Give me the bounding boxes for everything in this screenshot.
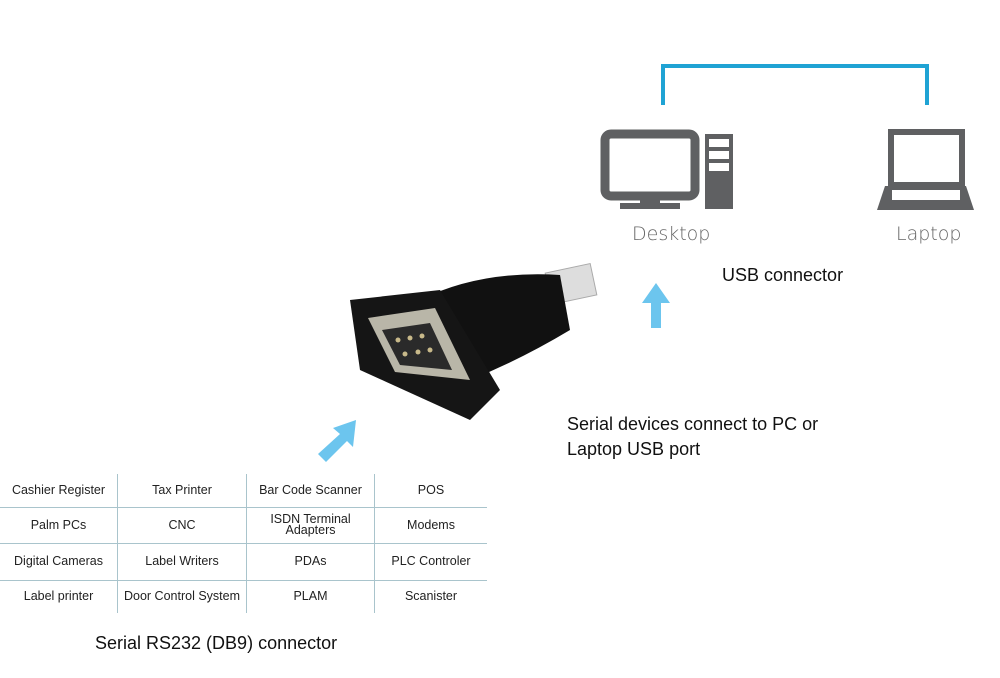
rs232-caption: Serial RS232 (DB9) connector [95, 633, 338, 653]
table-cell: Label Writers [117, 542, 247, 581]
laptop-label: Laptop [896, 223, 962, 245]
up-arrow-icon [642, 283, 670, 328]
serial-devices-table: Cashier Register Tax Printer Bar Code Sc… [0, 474, 487, 613]
table-cell: Label printer [0, 579, 118, 613]
table-cell: Digital Cameras [0, 542, 118, 581]
diagonal-arrow-icon [318, 420, 356, 462]
usb-connector-caption: USB connector [722, 265, 844, 285]
table-cell: Tax Printer [117, 474, 247, 508]
table-cell: POS [374, 474, 487, 508]
table-cell: PLC Controler [374, 542, 487, 581]
table-cell: Palm PCs [0, 506, 118, 544]
table-row: Cashier Register Tax Printer Bar Code Sc… [0, 474, 487, 508]
table-cell: CNC [117, 506, 247, 544]
connection-line [661, 64, 929, 105]
laptop-icon [877, 129, 974, 210]
table-cell: PDAs [246, 542, 375, 581]
table-row: Label printer Door Control System PLAM S… [0, 579, 487, 613]
usb-serial-adapter-image [350, 262, 598, 420]
table-cell: PLAM [246, 579, 375, 613]
table-cell: Door Control System [117, 579, 247, 613]
table-cell: ISDN Terminal Adapters [246, 506, 375, 544]
serial-devices-caption-line2: Laptop USB port [567, 439, 701, 459]
table-cell: Modems [374, 506, 487, 544]
table-row: Digital Cameras Label Writers PDAs PLC C… [0, 542, 487, 581]
table-cell: Bar Code Scanner [246, 474, 375, 508]
table-cell: Scanister [374, 579, 487, 613]
desktop-label: Desktop [632, 223, 711, 245]
serial-devices-caption-line1: Serial devices connect to PC or [567, 414, 819, 434]
table-row: Palm PCs CNC ISDN Terminal Adapters Mode… [0, 506, 487, 544]
desktop-icon [600, 129, 733, 209]
table-cell: Cashier Register [0, 474, 118, 508]
